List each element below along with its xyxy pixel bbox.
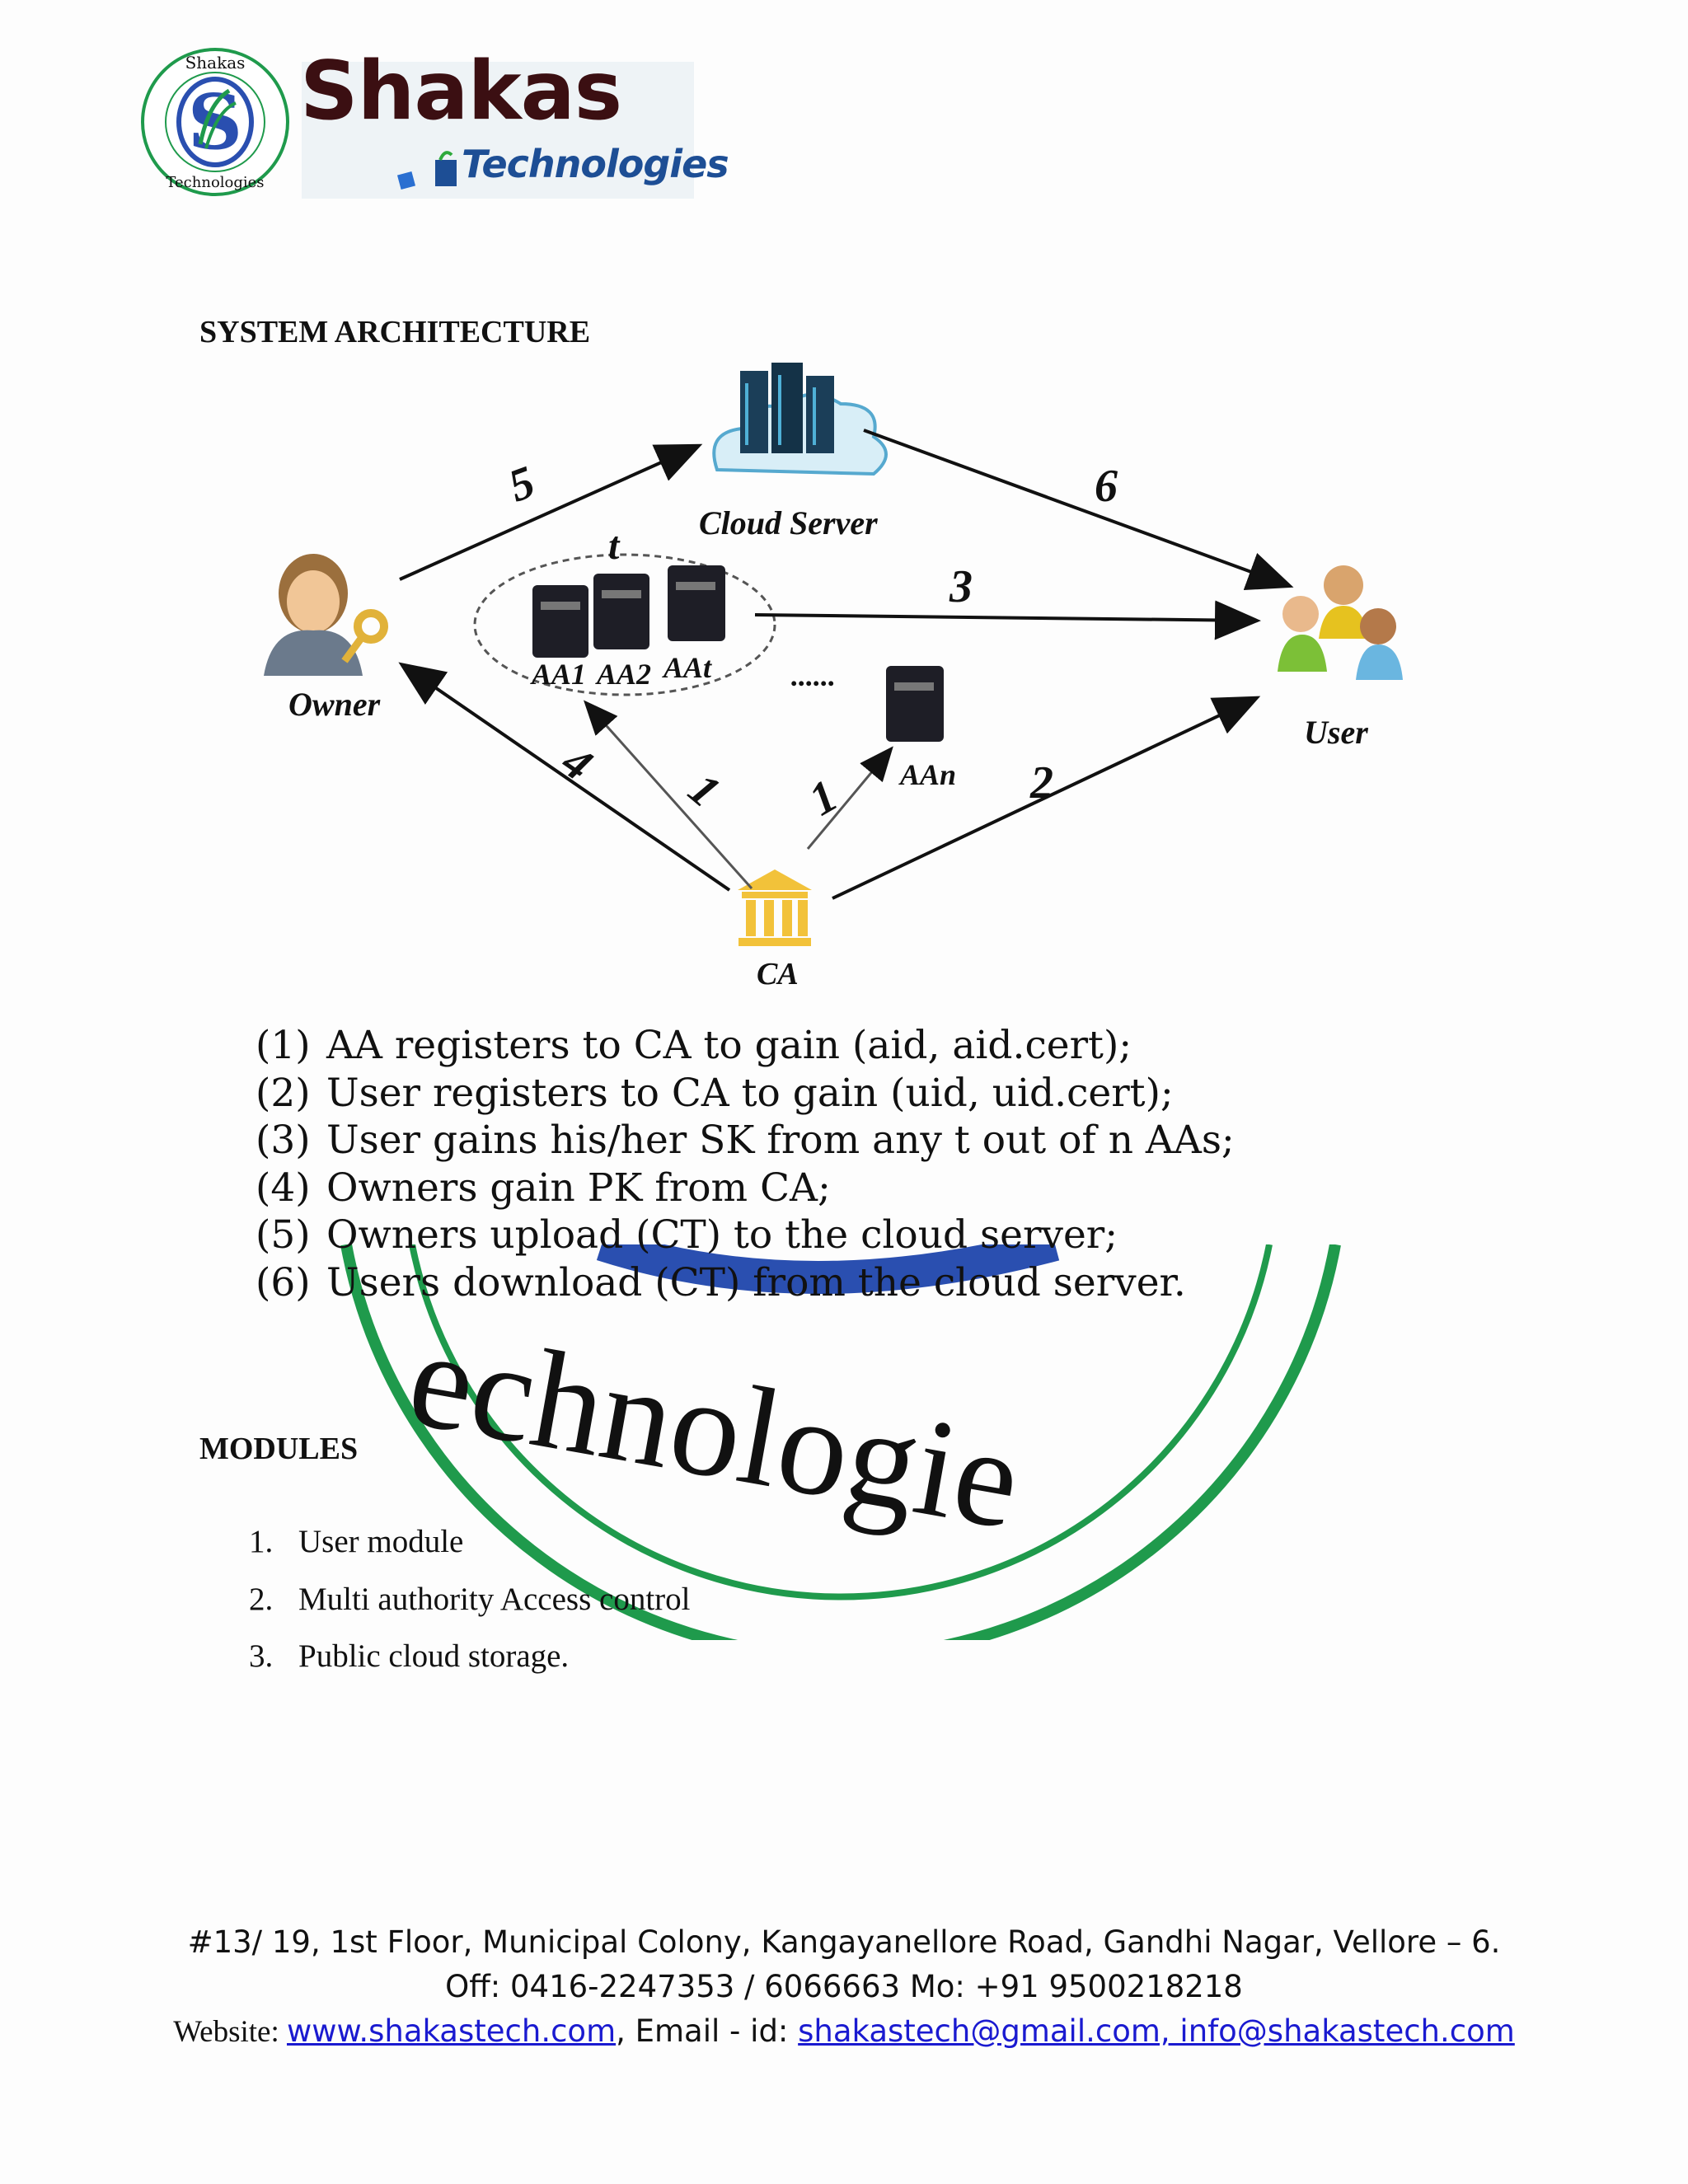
edge-label-5: 5 [502, 457, 542, 513]
edge-label-1b: 1 [800, 770, 846, 826]
edge-label-3: 3 [949, 561, 973, 612]
label-user: User [1304, 714, 1368, 751]
email-links[interactable]: shakastech@gmail.com, info@shakastech.co… [798, 2013, 1515, 2049]
owner-icon [264, 554, 388, 676]
section-heading-modules: MODULES [199, 1432, 359, 1466]
edge-2 [832, 696, 1261, 900]
edge-label-2: 2 [1029, 757, 1053, 808]
watermark-seal: echnologie [340, 1244, 1341, 1640]
brand-subtitle: Technologies [462, 142, 729, 186]
edge-3 [754, 600, 1261, 640]
architecture-steps: (1)AA registers to CA to gain (aid, aid.… [256, 1022, 1327, 1306]
edge-4 [398, 662, 731, 892]
label-threshold: t [608, 524, 621, 568]
label-owner: Owner [288, 686, 381, 723]
cube-icon [396, 151, 457, 190]
logo-seal: S Shakas Technologies [141, 48, 289, 196]
label-cloud-server: Cloud Server [699, 504, 878, 541]
label-ca: CA [757, 957, 799, 991]
edge-label-4: 4 [552, 735, 601, 790]
label-dots: ...... [791, 659, 836, 692]
brand-name: Shakas [300, 45, 622, 138]
website-link[interactable]: www.shakastech.com [286, 2013, 617, 2049]
step-item: (4)Owners gain PK from CA; [256, 1165, 831, 1211]
list-item: 3.Public cloud storage. [249, 1638, 570, 1674]
aa-cluster-boundary [473, 553, 776, 696]
website-label: Website: [173, 2015, 287, 2049]
seal-text-top: Shakas [185, 53, 246, 73]
page-footer: #13/ 19, 1st Floor, Municipal Colony, Ka… [0, 1920, 1688, 2055]
ca-building-icon [738, 869, 812, 946]
label-aat: AAt [662, 651, 712, 684]
edge-1a [584, 700, 753, 889]
step-item: (1)AA registers to CA to gain (aid, aid.… [256, 1023, 1132, 1068]
email-label: , Email - id: [616, 2013, 799, 2049]
step-item: (2)User registers to CA to gain (uid, ui… [256, 1070, 1174, 1116]
edge-1b [806, 746, 893, 850]
step-item: (3)User gains his/her SK from any t out … [256, 1118, 1235, 1163]
label-aa2: AA2 [595, 658, 651, 691]
edge-label-1a: 1 [679, 764, 729, 818]
edge-6 [863, 429, 1294, 591]
aa-server-icons [532, 565, 944, 742]
step-item: (6)Users download (CT) from the cloud se… [256, 1259, 1186, 1305]
edge-label-6: 6 [1095, 461, 1118, 512]
seal-text-bottom: Technologies [166, 174, 264, 191]
footer-contact: Website: www.shakastech.com, Email - id:… [0, 2009, 1688, 2055]
logo-wordmark-bg [302, 62, 694, 199]
footer-phones: Off: 0416-2247353 / 6066663 Mo: +91 9500… [445, 1969, 1243, 2004]
user-group-icon [1278, 565, 1403, 680]
edge-5 [399, 443, 703, 581]
modules-list: 1.User module 2.Multi authority Access c… [249, 1513, 691, 1685]
section-heading-architecture: SYSTEM ARCHITECTURE [199, 315, 591, 349]
architecture-diagram: Cloud Server Owner User t AA1 AA2 AAt ..… [264, 363, 1403, 991]
label-aan: AAn [898, 758, 956, 791]
label-aa1: AA1 [530, 658, 586, 691]
cloud-server-icon [712, 363, 888, 476]
list-item: 1.User module [249, 1524, 464, 1559]
step-item: (5)Owners upload (CT) to the cloud serve… [256, 1212, 1118, 1258]
footer-address: #13/ 19, 1st Floor, Municipal Colony, Ka… [187, 1924, 1501, 1960]
list-item: 2.Multi authority Access control [249, 1581, 691, 1617]
